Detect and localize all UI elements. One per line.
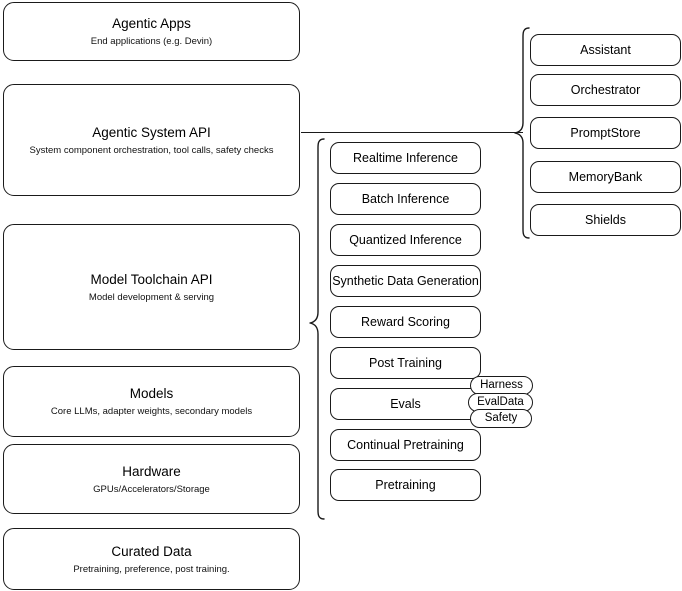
component-realtime-inference[interactable]: Realtime Inference (330, 142, 481, 174)
layer-model-toolchain-api[interactable]: Model Toolchain API Model development & … (3, 224, 300, 350)
component-label: Quantized Inference (349, 233, 462, 247)
component-label: MemoryBank (568, 170, 643, 184)
layer-title: Model Toolchain API (90, 271, 213, 287)
component-label: PromptStore (570, 126, 641, 140)
layer-agentic-apps[interactable]: Agentic Apps End applications (e.g. Devi… (3, 2, 300, 61)
layer-subtitle: System component orchestration, tool cal… (29, 144, 274, 156)
pill-label: EvalData (477, 396, 524, 408)
system-component-promptstore[interactable]: PromptStore (530, 117, 681, 149)
pill-label: Harness (480, 379, 523, 391)
system-brace-icon (514, 27, 530, 239)
component-label: Realtime Inference (353, 151, 458, 165)
component-label: Post Training (369, 356, 442, 370)
layer-title: Agentic Apps (112, 16, 191, 31)
component-label: Evals (390, 397, 421, 411)
layer-curated-data[interactable]: Curated Data Pretraining, preference, po… (3, 528, 300, 590)
component-quantized-inference[interactable]: Quantized Inference (330, 224, 481, 256)
component-evals[interactable]: Evals (330, 388, 481, 420)
layer-title: Curated Data (111, 543, 192, 559)
layer-title: Agentic System API (92, 124, 211, 140)
component-post-training[interactable]: Post Training (330, 347, 481, 379)
layer-hardware[interactable]: Hardware GPUs/Accelerators/Storage (3, 444, 300, 514)
component-label: Reward Scoring (361, 315, 450, 329)
layer-subtitle: End applications (e.g. Devin) (90, 36, 213, 47)
system-component-assistant[interactable]: Assistant (530, 34, 681, 66)
layer-title: Models (129, 386, 174, 401)
component-reward-scoring[interactable]: Reward Scoring (330, 306, 481, 338)
toolchain-brace-icon (309, 138, 325, 520)
layer-subtitle: Pretraining, preference, post training. (73, 563, 230, 575)
connector-system-api-to-components (301, 132, 523, 134)
system-component-shields[interactable]: Shields (530, 204, 681, 236)
layer-subtitle: Core LLMs, adapter weights, secondary mo… (50, 406, 253, 417)
component-label: Assistant (580, 43, 631, 57)
pill-label: Safety (484, 412, 518, 424)
component-synthetic-data-generation[interactable]: Synthetic Data Generation (330, 265, 481, 297)
layer-subtitle: GPUs/Accelerators/Storage (93, 483, 210, 495)
layer-agentic-system-api[interactable]: Agentic System API System component orch… (3, 84, 300, 196)
system-component-orchestrator[interactable]: Orchestrator (530, 74, 681, 106)
layer-title: Hardware (122, 463, 181, 479)
component-label: Batch Inference (361, 192, 450, 206)
evals-subcomponent-safety[interactable]: Safety (470, 409, 532, 428)
component-label: Orchestrator (570, 83, 641, 97)
component-label: Shields (585, 213, 626, 227)
component-label: Synthetic Data Generation (332, 274, 479, 288)
layer-subtitle: Model development & serving (88, 291, 215, 303)
layer-models[interactable]: Models Core LLMs, adapter weights, secon… (3, 366, 300, 437)
component-batch-inference[interactable]: Batch Inference (330, 183, 481, 215)
component-label: Pretraining (375, 478, 436, 492)
evals-subcomponent-evaldata[interactable]: EvalData (468, 393, 533, 412)
component-continual-pretraining[interactable]: Continual Pretraining (330, 429, 481, 461)
component-pretraining[interactable]: Pretraining (330, 469, 481, 501)
component-label: Continual Pretraining (347, 438, 464, 452)
system-component-memorybank[interactable]: MemoryBank (530, 161, 681, 193)
